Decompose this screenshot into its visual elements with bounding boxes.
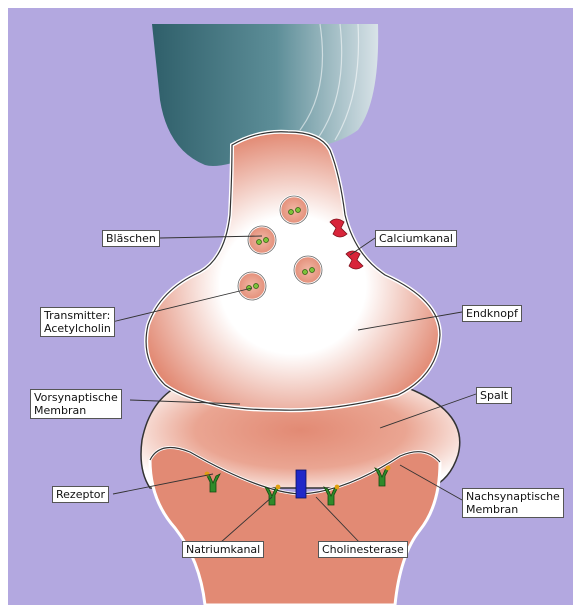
label-cholinesterase: Cholinesterase <box>318 541 408 558</box>
label-rezeptor: Rezeptor <box>52 486 109 503</box>
vesicle <box>280 196 308 224</box>
cholinesterase-enzyme <box>296 470 306 498</box>
label-natriumkanal: Natriumkanal <box>182 541 264 558</box>
vesicle <box>238 272 266 300</box>
label-transmitter: Transmitter: Acetylcholin <box>40 307 115 337</box>
label-vorsynaptische-membran: Vorsynaptische Membran <box>30 389 122 419</box>
vesicle <box>248 226 276 254</box>
vesicle <box>294 256 322 284</box>
label-blaeschen: Bläschen <box>102 230 160 247</box>
label-spalt: Spalt <box>476 387 512 404</box>
label-endknopf: Endknopf <box>462 305 522 322</box>
label-calciumkanal: Calciumkanal <box>375 230 457 247</box>
label-nachsynaptische-membran: Nachsynaptische Membran <box>462 488 564 518</box>
